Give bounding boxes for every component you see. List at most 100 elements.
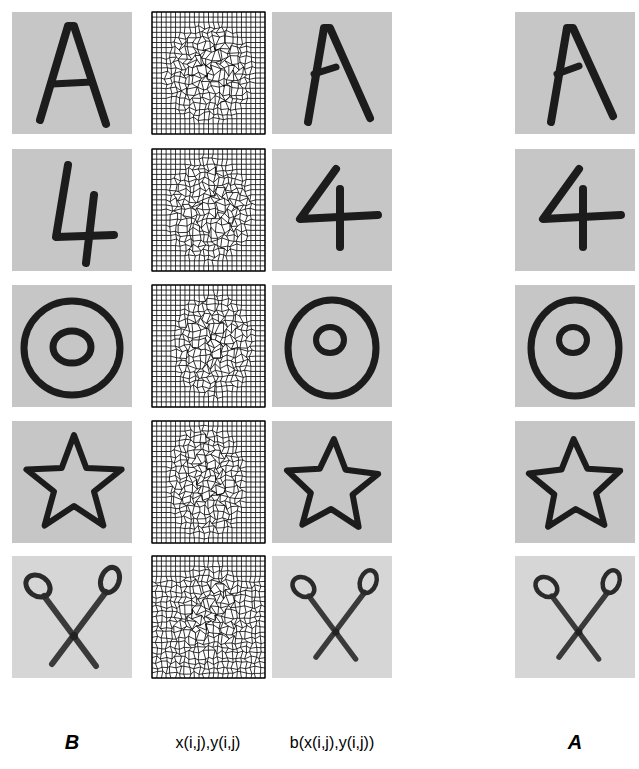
grid-border xyxy=(152,12,265,134)
glyph-stroke xyxy=(531,300,619,396)
scissors-part xyxy=(357,568,380,596)
grid-line xyxy=(178,12,182,134)
grid-line xyxy=(152,217,265,223)
image-ground xyxy=(515,421,635,543)
image-cell xyxy=(272,556,392,678)
grid-line xyxy=(152,590,265,595)
image-ground xyxy=(515,12,635,134)
image-ground xyxy=(515,556,635,678)
scissors-part xyxy=(332,628,339,635)
grid-line xyxy=(152,41,265,45)
image-ground xyxy=(515,149,635,271)
grid-line xyxy=(215,421,221,543)
grid-line xyxy=(156,421,157,543)
scissors-part xyxy=(600,568,623,596)
grid-line xyxy=(165,556,167,678)
glyph-stroke xyxy=(53,331,91,363)
grid-line xyxy=(169,421,172,543)
grid-line xyxy=(230,421,234,543)
grid-line xyxy=(156,285,157,407)
grid-line xyxy=(235,285,238,407)
deformation-grid xyxy=(152,149,265,271)
grid-line xyxy=(239,556,243,678)
grid-line xyxy=(260,12,261,134)
scissors-part xyxy=(309,596,356,659)
scissors-part xyxy=(44,596,96,666)
scissors-part xyxy=(70,632,78,640)
grid-line xyxy=(244,556,247,678)
image-cell xyxy=(272,12,392,134)
scissors-part xyxy=(52,592,106,664)
grid-line xyxy=(152,208,265,213)
grid-line xyxy=(224,285,229,407)
grid-line xyxy=(152,172,265,176)
glyph-stroke xyxy=(56,165,114,237)
image-ground xyxy=(12,12,132,134)
deformation-grid xyxy=(152,12,265,134)
grid-line xyxy=(196,149,201,271)
grid-line xyxy=(249,12,252,134)
grid-line xyxy=(152,334,265,339)
grid-line xyxy=(152,187,265,192)
grid-line xyxy=(152,55,265,60)
grid-line xyxy=(152,49,265,55)
image-cell xyxy=(515,12,635,134)
grid-line xyxy=(152,516,265,520)
grid-line xyxy=(152,70,265,77)
grid-line xyxy=(220,285,225,407)
grid-line xyxy=(234,556,238,678)
grid-line xyxy=(152,303,265,306)
glyph-stroke xyxy=(316,327,344,353)
grid-line xyxy=(183,285,188,407)
grid-line xyxy=(152,298,265,301)
grid-line xyxy=(161,285,162,407)
grid-line xyxy=(215,12,221,134)
grid-line xyxy=(152,101,265,106)
image-cell xyxy=(12,285,132,407)
grid-ground xyxy=(152,285,265,407)
grid-line xyxy=(244,12,247,134)
grid-line xyxy=(259,556,261,678)
grid-line xyxy=(152,238,265,242)
grid-line xyxy=(225,149,230,271)
glyph-stroke xyxy=(24,301,120,395)
image-ground xyxy=(272,12,392,134)
grid-line xyxy=(152,259,265,260)
grid-line xyxy=(187,285,190,407)
grid-line xyxy=(260,149,261,271)
glyph-stroke xyxy=(314,67,336,74)
image-cell xyxy=(515,556,635,678)
grid-line xyxy=(170,285,171,407)
grid-line xyxy=(260,421,261,543)
column-label: x(i,j),y(i,j) xyxy=(176,733,241,752)
image-ground xyxy=(12,285,132,407)
grid-line xyxy=(152,460,265,464)
grid-line xyxy=(152,609,265,615)
grid-line xyxy=(173,149,177,271)
grid-line xyxy=(183,12,188,134)
grid-line xyxy=(210,285,215,407)
grid-line xyxy=(250,149,252,271)
image-label: B xyxy=(65,730,79,754)
grid-line xyxy=(215,285,221,407)
image-cell xyxy=(12,149,132,271)
grid-line xyxy=(152,192,265,197)
scissors-part xyxy=(559,592,608,657)
image-cell xyxy=(12,556,132,678)
grid-line xyxy=(152,60,265,67)
glyph-stroke xyxy=(287,439,378,527)
glyph-stroke xyxy=(40,26,106,124)
grid-line xyxy=(220,12,225,134)
image-ground xyxy=(515,285,635,407)
grid-line xyxy=(240,421,243,543)
glyph-stroke xyxy=(52,82,92,84)
glyph-stroke xyxy=(336,189,344,247)
grid-line xyxy=(201,12,207,134)
grid-ground xyxy=(152,149,265,271)
grid-line xyxy=(245,285,249,407)
grid-line xyxy=(221,149,226,271)
grid-line xyxy=(206,421,211,543)
image-cell xyxy=(272,285,392,407)
grid-line xyxy=(225,556,230,678)
glyph-stroke xyxy=(288,300,376,396)
